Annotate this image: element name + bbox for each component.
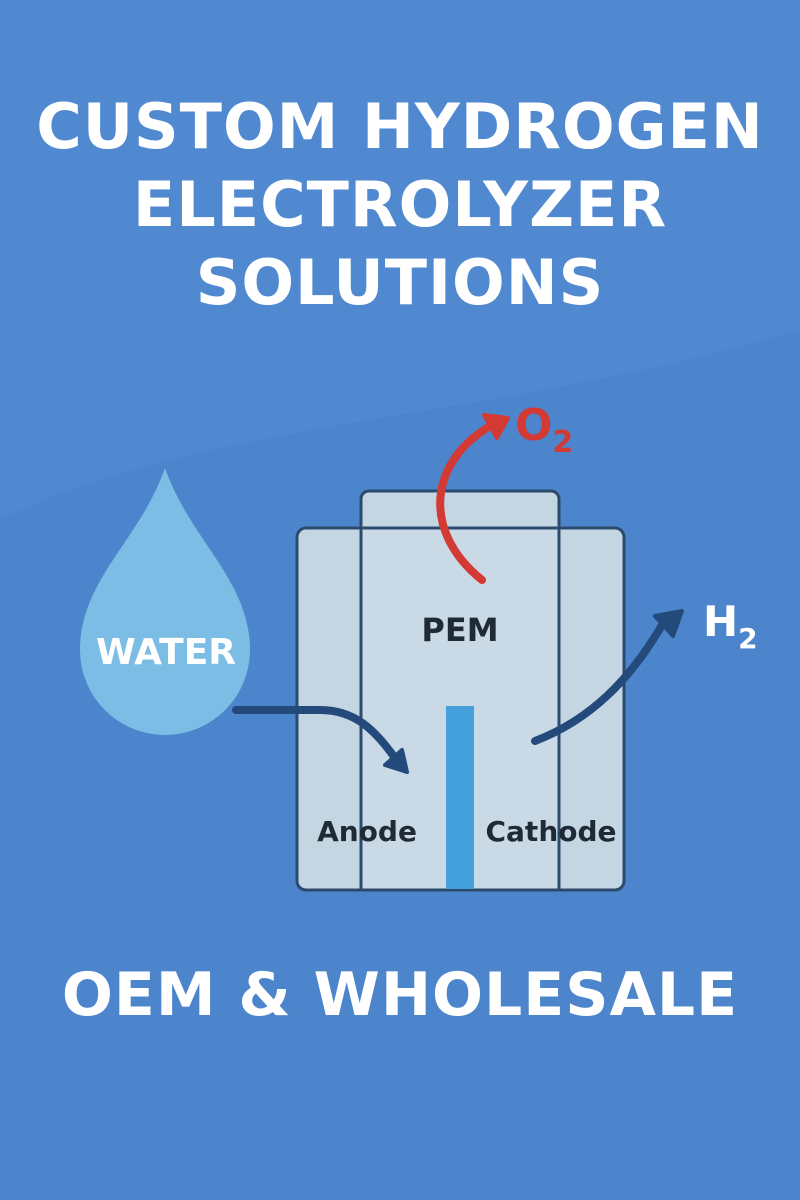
hydrogen-arrow [531, 621, 666, 745]
pem-label: PEM [421, 611, 498, 649]
oxygen-arrowhead-icon [482, 413, 510, 440]
oxygen-arrow [436, 421, 496, 584]
anode-label: Anode [317, 815, 417, 848]
title-line-2: ELECTROLYZER [132, 168, 668, 241]
title-line-3: SOLUTIONS [195, 246, 605, 319]
pem-membrane [446, 706, 474, 889]
water-drop-icon [80, 468, 250, 735]
title-line-1: CUSTOM HYDROGEN [36, 90, 764, 163]
footer-tagline: OEM & WHOLESALE [61, 960, 739, 1030]
oxygen-label: O2 [515, 400, 573, 460]
cathode-label: Cathode [485, 815, 616, 848]
water-flow-arrow [232, 706, 399, 762]
water-label: WATER [96, 632, 236, 673]
hydrogen-label: H2 [703, 597, 758, 655]
water-flow-arrowhead-icon [383, 748, 409, 774]
hydrogen-arrowhead-icon [653, 609, 684, 638]
page-title: CUSTOM HYDROGEN ELECTROLYZER SOLUTIONS [0, 88, 800, 322]
